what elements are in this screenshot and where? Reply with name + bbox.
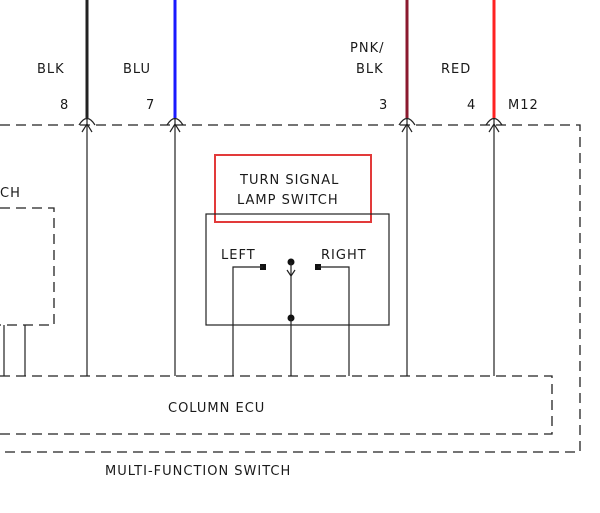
pin-number-3: 3: [379, 98, 388, 113]
lead-right-contact: [318, 266, 350, 376]
column-ecu-label: COLUMN ECU: [168, 401, 265, 416]
connector-label: M12: [508, 98, 539, 113]
wire-label-blk: BLK: [37, 62, 65, 77]
connector-pin-3: [398, 117, 416, 376]
multi-function-switch-boundary: [0, 124, 581, 453]
callout-line2: LAMP SWITCH: [237, 193, 339, 208]
left-switch-boundary: [0, 207, 55, 326]
wire-label-blu: BLU: [123, 62, 151, 77]
lead-left-contact: [232, 266, 263, 376]
connector-pin-8: [78, 117, 96, 376]
pin-number-7: 7: [146, 98, 155, 113]
switch-position-left: LEFT: [221, 248, 256, 263]
pin-number-8: 8: [60, 98, 69, 113]
callout-line1: TURN SIGNAL: [239, 173, 339, 188]
turn-signal-switch-box: [205, 213, 390, 326]
column-ecu-boundary: [0, 375, 553, 435]
wire-label-pnk-line2: BLK: [356, 62, 384, 77]
left-switch-label: CH: [0, 186, 21, 201]
turn-signal-callout-box: [214, 154, 372, 223]
switch-position-right: RIGHT: [321, 248, 367, 263]
connector-pin-7: [166, 117, 184, 376]
switch-contacts: [260, 258, 321, 322]
multi-function-switch-label: MULTI-FUNCTION SWITCH: [105, 464, 291, 479]
wire-label-red: RED: [441, 62, 471, 77]
wire-label-pnk-line1: PNK/: [350, 41, 384, 56]
connector-pin-4: [485, 117, 503, 376]
pin-number-4: 4: [467, 98, 476, 113]
